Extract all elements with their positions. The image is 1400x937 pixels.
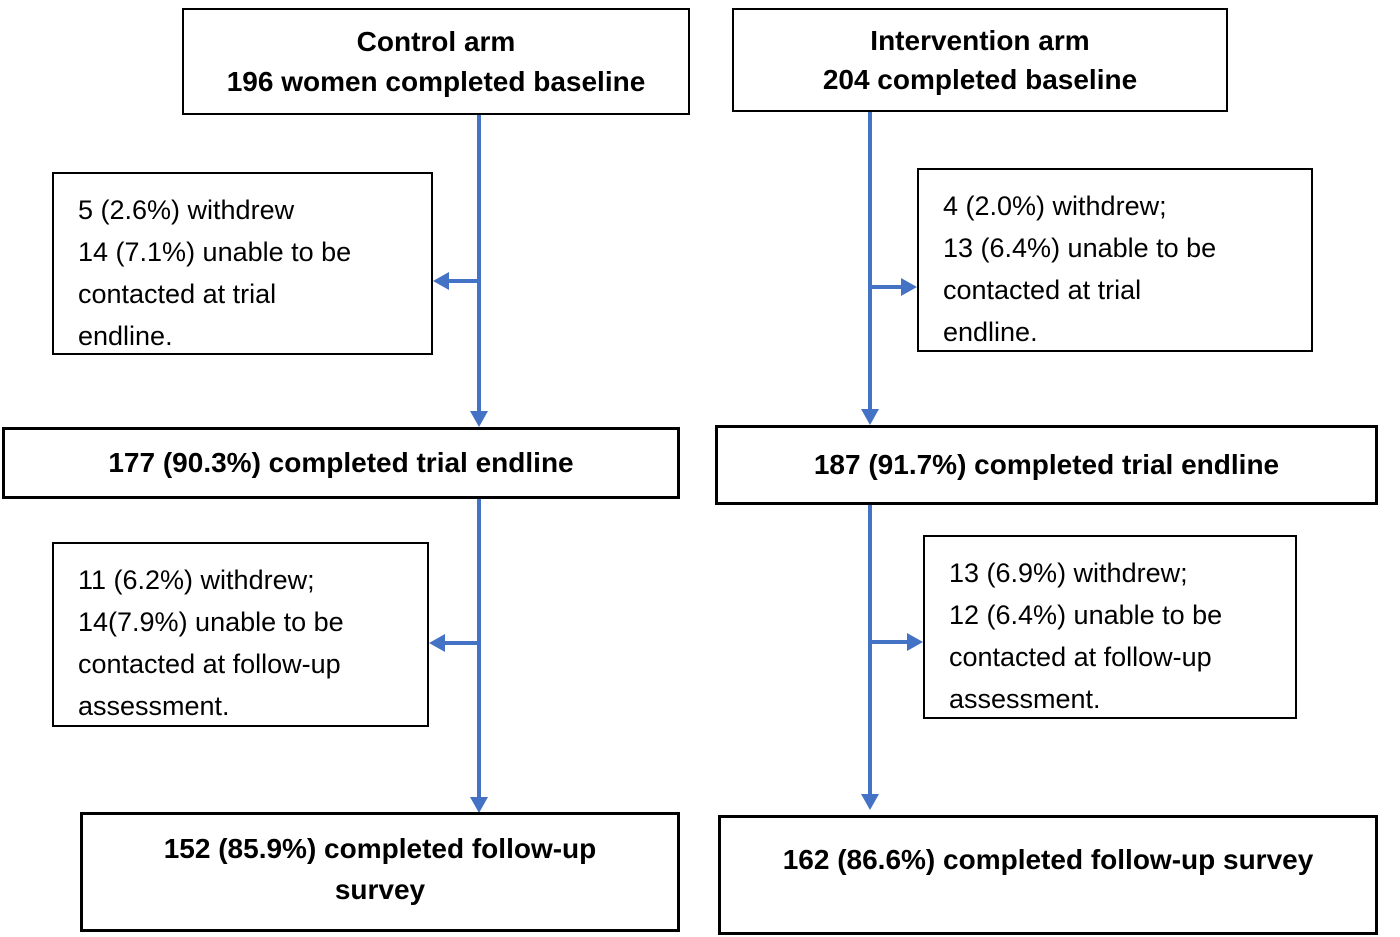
control-attrition-endline-branch-line — [449, 279, 479, 283]
control-attrition-endline-text: 5 (2.6%) withdrew 14 (7.1%) unable to be… — [78, 195, 352, 352]
control-followup-arrowhead-icon — [470, 797, 488, 813]
control-attrition-followup-box: 11 (6.2%) withdrew; 14(7.9%) unable to b… — [52, 542, 429, 727]
intervention-attrition-endline-arrowhead-icon — [901, 278, 917, 296]
control-followup-arrow-line — [477, 499, 481, 797]
control-endline-text: 177 (90.3%) completed trial endline — [108, 447, 574, 479]
intervention-baseline-text: Intervention arm 204 completed baseline — [822, 24, 1138, 95]
control-endline-box: 177 (90.3%) completed trial endline — [2, 427, 680, 499]
intervention-followup-arrow-line — [868, 505, 872, 794]
control-attrition-followup-arrowhead-icon — [429, 634, 445, 652]
intervention-endline-text: 187 (91.7%) completed trial endline — [813, 449, 1280, 481]
control-endline-arrowhead-icon — [470, 411, 488, 427]
control-followup-text: 152 (85.9%) completed follow-up survey — [163, 833, 597, 905]
control-baseline-box: Control arm 196 women completed baseline — [182, 8, 690, 115]
control-endline-arrow-line — [477, 115, 481, 411]
intervention-attrition-followup-text: 13 (6.9%) withdrew; 12 (6.4%) unable to … — [949, 558, 1223, 715]
control-attrition-endline-box: 5 (2.6%) withdrew 14 (7.1%) unable to be… — [52, 172, 433, 355]
control-followup-box: 152 (85.9%) completed follow-up survey — [80, 812, 680, 932]
intervention-attrition-followup-box: 13 (6.9%) withdrew; 12 (6.4%) unable to … — [923, 535, 1297, 719]
intervention-followup-arrowhead-icon — [861, 794, 879, 810]
intervention-endline-arrowhead-icon — [861, 409, 879, 425]
control-attrition-followup-text: 11 (6.2%) withdrew; 14(7.9%) unable to b… — [78, 565, 344, 722]
intervention-attrition-followup-arrowhead-icon — [907, 633, 923, 651]
control-attrition-endline-arrowhead-icon — [433, 272, 449, 290]
intervention-attrition-followup-branch-line — [870, 640, 907, 644]
intervention-followup-box: 162 (86.6%) completed follow-up survey — [718, 815, 1378, 935]
intervention-attrition-endline-text: 4 (2.0%) withdrew; 13 (6.4%) unable to b… — [943, 191, 1217, 348]
control-attrition-followup-branch-line — [445, 641, 479, 645]
intervention-endline-arrow-line — [868, 112, 872, 409]
control-baseline-text: Control arm 196 women completed baseline — [226, 26, 646, 97]
intervention-followup-text: 162 (86.6%) completed follow-up survey — [782, 844, 1314, 875]
intervention-attrition-endline-branch-line — [870, 285, 901, 289]
intervention-attrition-endline-box: 4 (2.0%) withdrew; 13 (6.4%) unable to b… — [917, 168, 1313, 352]
intervention-endline-box: 187 (91.7%) completed trial endline — [715, 425, 1378, 505]
intervention-baseline-box: Intervention arm 204 completed baseline — [732, 8, 1228, 112]
